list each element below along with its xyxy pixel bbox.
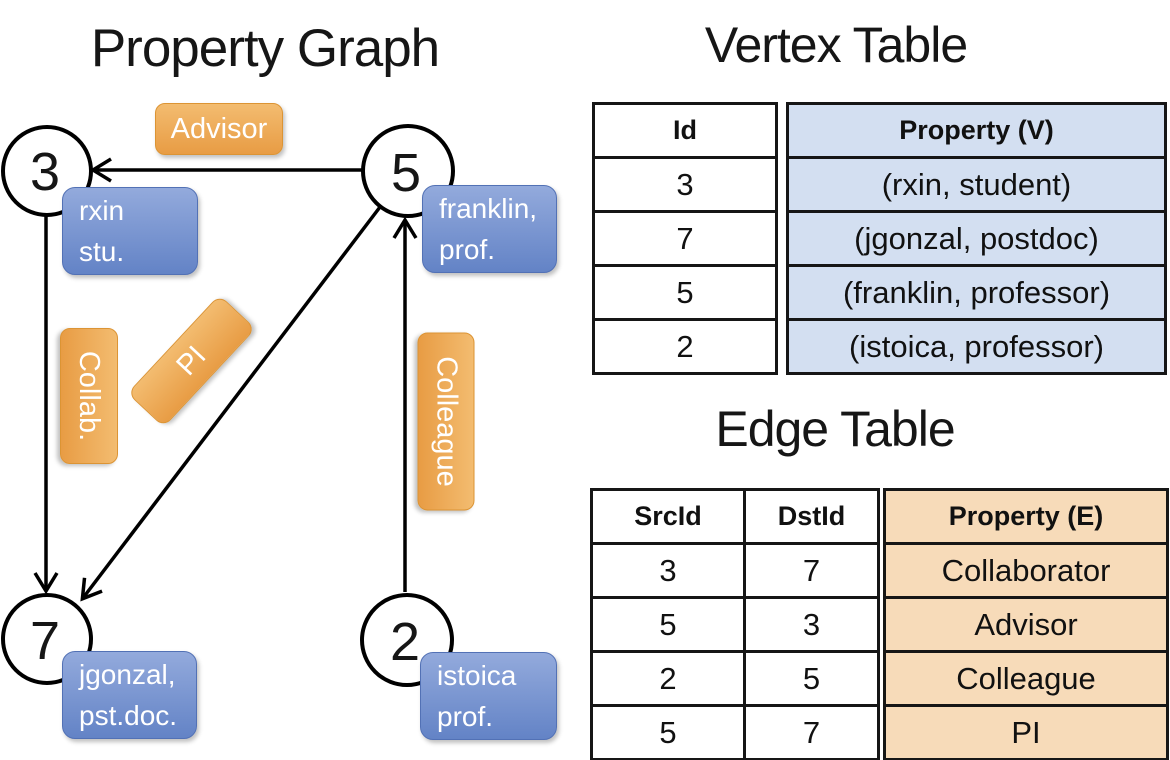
vertex-table-property-column: Property (V) (rxin, student) (jgonzal, p…: [786, 102, 1167, 375]
vertex-label-rxin-line1: rxin: [79, 194, 125, 226]
edge-property-cell: Advisor: [883, 596, 1169, 653]
vertex-label-jgonzal-line2: pst.doc.: [79, 700, 178, 731]
table-row: 7: [592, 210, 778, 267]
edge-property-header: Property (E): [883, 488, 1169, 545]
edge-dstid-cell: 7: [743, 542, 880, 599]
vertex-id-cell: 5: [592, 264, 778, 321]
vertex-label-franklin-line2: prof.: [439, 234, 496, 265]
edge-srcid-cell: 2: [590, 650, 746, 707]
table-row: Colleague: [883, 650, 1169, 707]
edge-dstid-cell: 3: [743, 596, 880, 653]
node-label-2: 2: [390, 612, 420, 672]
table-row: (istoica, professor): [786, 318, 1167, 375]
table-row: Collaborator: [883, 542, 1169, 599]
edge-table-title: Edge Table: [715, 401, 955, 457]
vertex-property-cell: (istoica, professor): [786, 318, 1167, 375]
vertex-id-cell: 2: [592, 318, 778, 375]
table-row: 5 3: [590, 596, 880, 653]
table-row: 2 5: [590, 650, 880, 707]
edge-dstid-cell: 5: [743, 650, 880, 707]
property-graph-title: Property Graph: [90, 19, 440, 78]
vertex-label-istoica-line2: prof.: [437, 701, 494, 732]
vertex-label-franklin: franklin, prof.: [422, 185, 557, 273]
edge-srcid-cell: 5: [590, 704, 746, 760]
vertex-property-header: Property (V): [786, 102, 1167, 159]
edge-label-collab: Collab.: [60, 328, 118, 464]
edge-property-cell: PI: [883, 704, 1169, 760]
table-row: 3: [592, 156, 778, 213]
vertex-label-rxin-line2: stu.: [79, 236, 125, 267]
table-row: (franklin, professor): [786, 264, 1167, 321]
edge-label-colleague: Colleague: [417, 332, 475, 511]
edge-label-advisor: Advisor: [155, 103, 283, 155]
vertex-id-cell: 7: [592, 210, 778, 267]
table-row: (rxin, student): [786, 156, 1167, 213]
vertex-label-franklin-line1: franklin,: [439, 192, 538, 224]
vertex-table-id-column: Id 3 7 5 2: [592, 102, 778, 375]
edge-srcid-cell: 5: [590, 596, 746, 653]
vertex-label-jgonzal: jgonzal, pst.doc.: [62, 651, 197, 739]
vertex-id-header: Id: [592, 102, 778, 159]
table-row: Id: [592, 102, 778, 159]
vertex-label-istoica: istoica prof.: [420, 652, 557, 740]
table-row: PI: [883, 704, 1169, 760]
vertex-property-cell: (rxin, student): [786, 156, 1167, 213]
table-row: SrcId DstId: [590, 488, 880, 545]
node-label-3: 3: [30, 142, 60, 202]
edge-property-cell: Colleague: [883, 650, 1169, 707]
table-row: 3 7: [590, 542, 880, 599]
vertex-label-jgonzal-line1: jgonzal,: [79, 658, 176, 690]
table-row: Advisor: [883, 596, 1169, 653]
node-label-7: 7: [30, 611, 60, 671]
edge-dstid-cell: 7: [743, 704, 880, 760]
node-label-5: 5: [391, 143, 421, 203]
edge-table-property-column: Property (E) Collaborator Advisor Collea…: [883, 488, 1169, 760]
vertex-property-cell: (franklin, professor): [786, 264, 1167, 321]
edge-property-cell: Collaborator: [883, 542, 1169, 599]
edge-srcid-header: SrcId: [590, 488, 746, 545]
table-row: Property (V): [786, 102, 1167, 159]
vertex-property-cell: (jgonzal, postdoc): [786, 210, 1167, 267]
edge-srcid-cell: 3: [590, 542, 746, 599]
table-row: 2: [592, 318, 778, 375]
vertex-label-rxin: rxin stu.: [62, 187, 198, 275]
edge-pi-5-to-7: [80, 205, 382, 602]
edge-dstid-header: DstId: [743, 488, 880, 545]
vertex-id-cell: 3: [592, 156, 778, 213]
table-row: 5 7: [590, 704, 880, 760]
vertex-table-title: Vertex Table: [704, 17, 968, 73]
vertex-label-istoica-line1: istoica: [437, 659, 517, 691]
table-row: Property (E): [883, 488, 1169, 545]
table-row: 5: [592, 264, 778, 321]
table-row: (jgonzal, postdoc): [786, 210, 1167, 267]
edge-table-src-dst-columns: SrcId DstId 3 7 5 3 2 5 5 7: [590, 488, 880, 760]
